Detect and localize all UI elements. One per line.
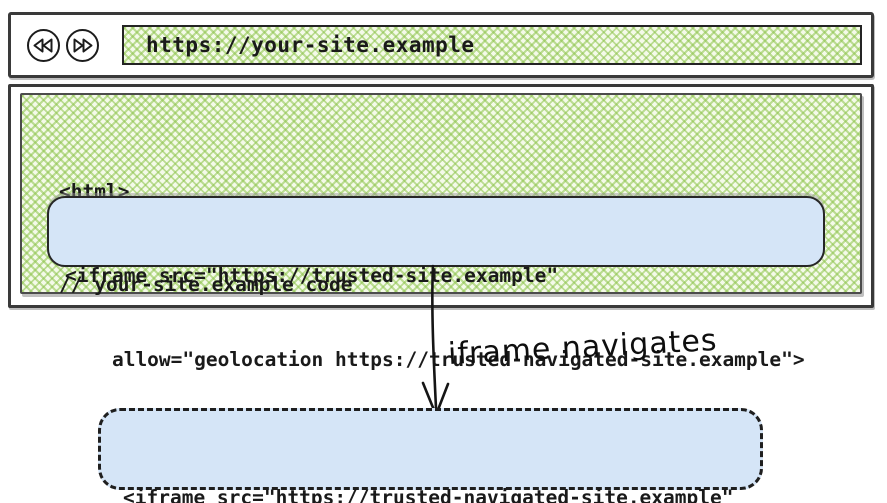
iframe-code: <iframe src="https://trusted-site.exampl… [49,198,823,430]
page-content: <html> // your-site.example code <iframe… [20,93,862,371]
navigated-iframe-code: <iframe src="https://trusted-navigated-s… [101,411,760,503]
forward-button[interactable] [64,27,101,64]
back-button[interactable] [25,27,62,64]
rewind-icon [27,28,60,62]
navigated-iframe-element: <iframe src="https://trusted-navigated-s… [98,408,763,503]
code-line: <iframe src="https://trusted-site.exampl… [65,264,559,287]
iframe-element: <iframe src="https://trusted-site.exampl… [47,196,825,371]
code-line: <iframe src="https://trusted-navigated-s… [123,486,734,503]
browser-viewport: <html> // your-site.example code <iframe… [8,84,874,371]
arrow-icon [421,264,450,417]
code-line: // your-site.example code [59,273,353,296]
address-bar[interactable]: https://your-site.example [122,25,862,65]
fast-forward-icon [66,28,99,62]
code-line: allow="geolocation https://trusted-navig… [65,348,805,371]
browser-toolbar: https://your-site.example [8,12,874,78]
address-url: https://your-site.example [146,33,475,57]
